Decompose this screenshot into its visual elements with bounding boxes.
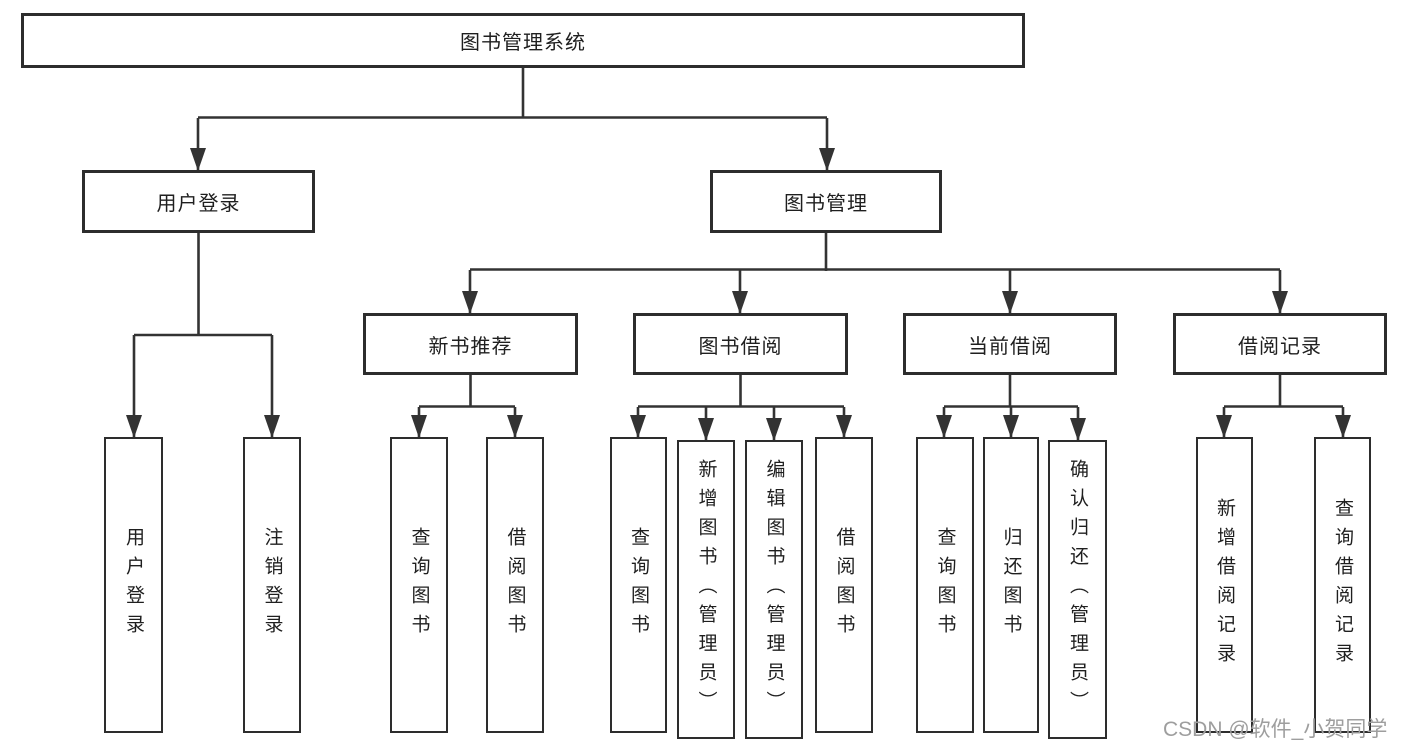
node-label: 新增图书（管理员） — [695, 459, 717, 720]
node-leaf-query-books-1: 查询图书 — [390, 437, 448, 733]
node-label: 新书推荐 — [428, 335, 513, 358]
node-label: 确认归还（管理员） — [1067, 459, 1088, 720]
node-label: 查询图书 — [628, 527, 649, 643]
node-label: 借阅记录 — [1238, 335, 1322, 358]
node-leaf-add-borrow-record: 新增借阅记录 — [1196, 437, 1253, 733]
node-book-management: 图书管理 — [710, 170, 942, 233]
node-leaf-borrow-books-1: 借阅图书 — [486, 437, 544, 733]
node-borrowing-records: 借阅记录 — [1173, 313, 1387, 375]
node-label: 图书管理 — [784, 193, 868, 215]
node-label: 查询借阅记录 — [1332, 498, 1353, 672]
node-leaf-query-books-2: 查询图书 — [610, 437, 667, 733]
node-leaf-edit-books: 编辑图书（管理员） — [745, 440, 803, 739]
node-label: 编辑图书（管理员） — [763, 459, 785, 720]
node-book-borrowing: 图书借阅 — [633, 313, 848, 375]
node-label: 归还图书 — [1000, 527, 1022, 643]
node-label: 当前借阅 — [968, 335, 1052, 358]
node-label: 查询图书 — [934, 527, 956, 643]
node-new-book-recommend: 新书推荐 — [363, 313, 578, 375]
node-label: 图书借阅 — [698, 335, 783, 358]
node-label: 新增借阅记录 — [1214, 498, 1235, 672]
node-current-borrowing: 当前借阅 — [903, 313, 1117, 375]
node-leaf-user-login: 用户登录 — [104, 437, 163, 733]
node-leaf-logout: 注销登录 — [243, 437, 301, 733]
node-label: 用户登录 — [156, 193, 241, 215]
node-user-login: 用户登录 — [82, 170, 315, 233]
node-label: 借阅图书 — [833, 527, 855, 643]
node-leaf-add-books: 新增图书（管理员） — [677, 440, 735, 739]
node-label: 用户登录 — [123, 527, 144, 643]
node-label: 借阅图书 — [504, 527, 526, 643]
node-leaf-borrow-books-2: 借阅图书 — [815, 437, 873, 733]
node-label: 图书管理系统 — [460, 32, 586, 54]
node-leaf-query-books-3: 查询图书 — [916, 437, 974, 733]
node-label: 查询图书 — [408, 527, 430, 643]
node-leaf-query-borrow-record: 查询借阅记录 — [1314, 437, 1371, 733]
node-leaf-confirm-return: 确认归还（管理员） — [1048, 440, 1107, 739]
node-label: 注销登录 — [261, 527, 283, 643]
node-leaf-return-books: 归还图书 — [983, 437, 1039, 733]
watermark: CSDN @软件_小贺同学 — [1163, 718, 1388, 741]
node-root: 图书管理系统 — [21, 13, 1025, 68]
